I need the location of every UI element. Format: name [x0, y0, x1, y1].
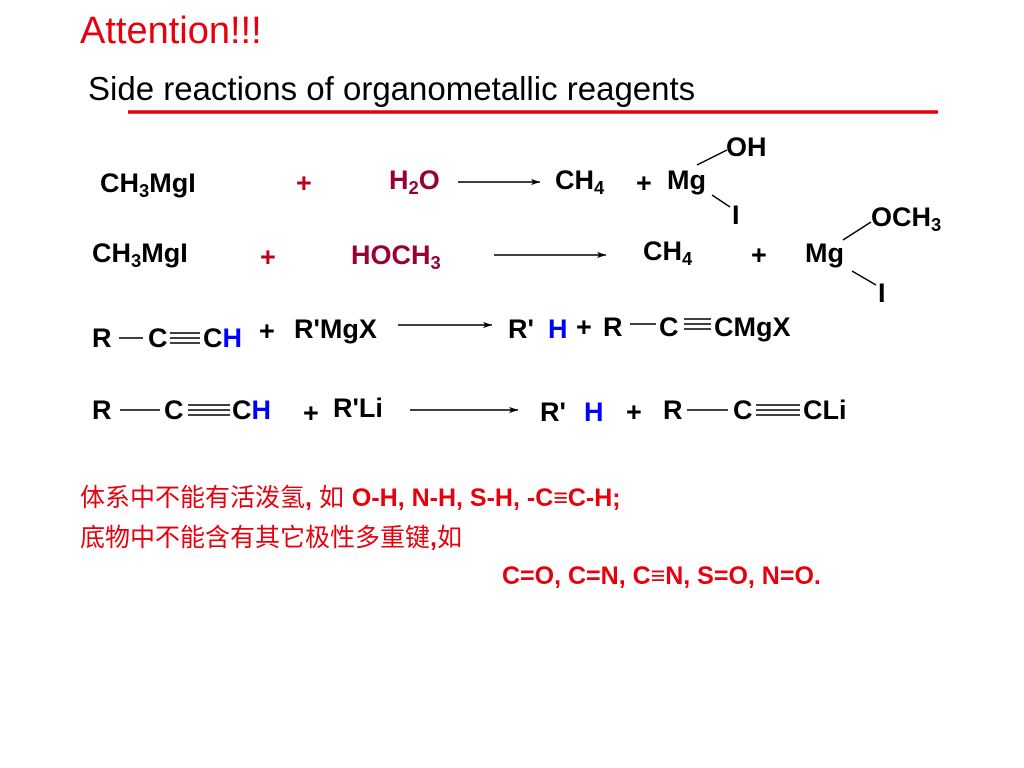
reaction1-bond-upper — [696, 149, 728, 166]
slide-subtitle: Side reactions of organometallic reagent… — [88, 70, 696, 107]
reaction3-reagent: R'MgX — [294, 314, 377, 344]
reaction1-product-a: CH4 — [555, 165, 605, 199]
reaction1-upper-group: OH — [726, 132, 767, 162]
reaction3-product-c: C — [659, 312, 679, 342]
reaction4-triple-bond — [188, 404, 230, 416]
reaction4-product-r2: R — [663, 395, 683, 425]
reaction4-product-c: C — [733, 395, 753, 425]
note-line-2: 底物中不能含有其它极性多重键,如 — [80, 523, 462, 552]
reaction4-plus: + — [303, 398, 319, 428]
reaction2-product-a: CH4 — [643, 236, 693, 270]
reaction3-triple-bond — [170, 332, 200, 344]
reaction1-reactant-b: H2O — [389, 165, 440, 199]
reaction4-product-tail: CLi — [803, 395, 847, 425]
reaction4-c2: CH — [232, 395, 271, 425]
reaction2-reactant-b: HOCH3 — [351, 240, 441, 274]
reaction2-upper-group: OCH3 — [871, 202, 942, 236]
reaction2-lower-group: I — [878, 278, 886, 308]
reaction4-product-h: H — [584, 397, 604, 427]
reaction4-product-r: R' — [540, 397, 566, 427]
reaction1-reactant-a: CH3MgI — [100, 168, 196, 202]
reaction1-plus2: + — [636, 168, 652, 198]
reaction4-reagent: R'Li — [333, 393, 383, 423]
note-line-3: C=O, C=N, C≡N, S=O, N=O. — [502, 562, 821, 590]
reaction3-product-h: H — [548, 314, 568, 344]
reaction4-c1: C — [164, 395, 184, 425]
reaction1-metal: Mg — [667, 165, 706, 195]
reaction1-plus: + — [296, 168, 312, 198]
reaction2-metal: Mg — [805, 238, 844, 268]
reaction3-plus2: + — [576, 312, 592, 342]
reaction3-product-tail: CMgX — [714, 312, 791, 342]
reaction2-bond-upper — [842, 221, 872, 241]
reaction1-lower-group: I — [732, 200, 740, 230]
reaction3-product-r2: R — [603, 312, 623, 342]
reaction4-plus2: + — [626, 397, 642, 427]
reaction4-product-triple-bond — [756, 404, 800, 416]
reaction3-product-triple-bond — [684, 318, 711, 330]
slide-title: Attention!!! — [80, 10, 262, 52]
reaction2-reactant-a: CH3MgI — [92, 238, 188, 272]
reaction4-r: R — [92, 395, 112, 425]
reaction3-c1: C — [148, 323, 168, 353]
reaction1-bond-lower — [711, 194, 731, 208]
reaction3-c2: CH — [203, 323, 242, 353]
reaction2-plus: + — [260, 242, 276, 272]
reaction3-plus: + — [259, 316, 275, 346]
reaction3-product-r: R' — [508, 314, 534, 344]
note-line-1: 体系中不能有活泼氢, 如 O-H, N-H, S-H, -C≡C-H; — [80, 483, 621, 512]
reaction2-plus2: + — [751, 240, 767, 270]
reaction2-bond-lower — [851, 270, 877, 286]
reaction3-r: R — [92, 323, 112, 353]
